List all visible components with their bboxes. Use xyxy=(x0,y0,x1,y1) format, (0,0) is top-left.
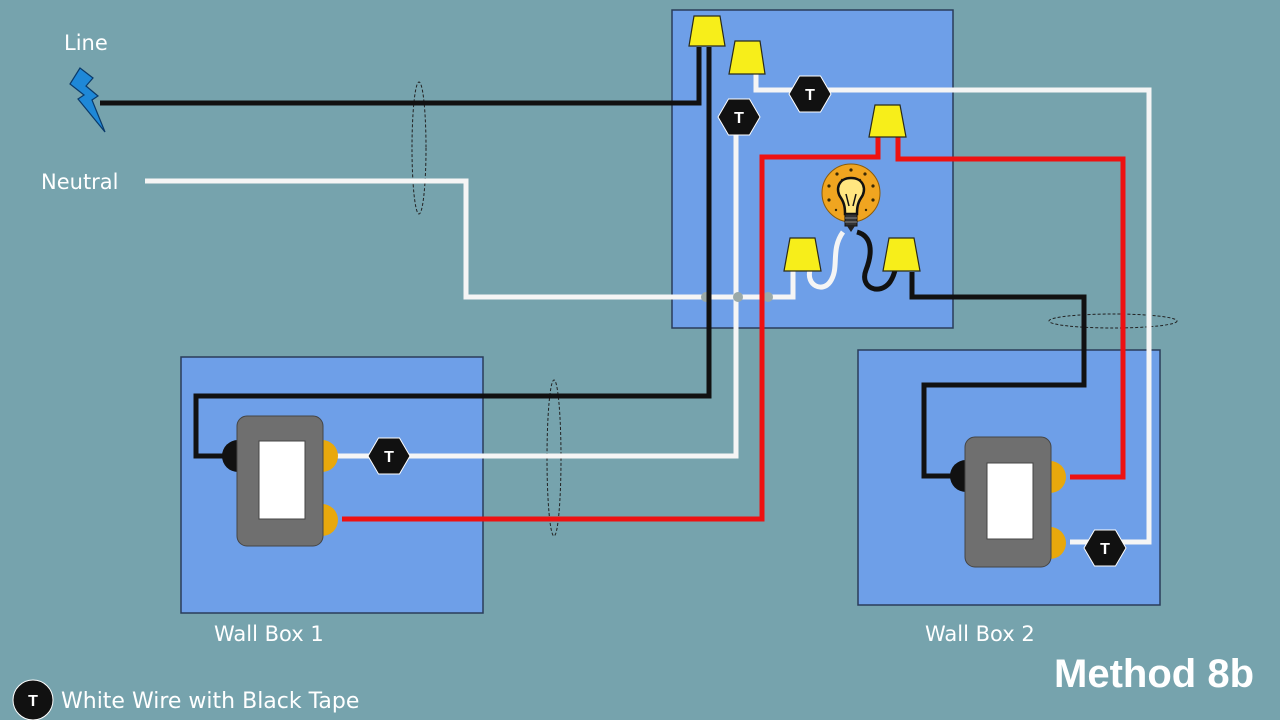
wire-nut-traveler xyxy=(868,104,907,138)
wall-box-2-label: Wall Box 2 xyxy=(925,622,1035,646)
svg-text:T: T xyxy=(28,693,38,710)
wire-nut-neutral xyxy=(783,237,822,272)
hot-wire-to-switch-1 xyxy=(193,47,712,459)
legend: T White Wire with Black Tape xyxy=(12,679,359,720)
hexagon-t-icon: T xyxy=(12,679,54,720)
wire-nut-taped-white xyxy=(728,40,766,75)
legend-text: White Wire with Black Tape xyxy=(61,689,359,714)
neutral-wire xyxy=(145,178,796,300)
line-label: Line xyxy=(64,31,108,55)
wire-nut-hot xyxy=(688,15,726,47)
terminal-brass xyxy=(1050,461,1066,493)
switch-toggle xyxy=(986,462,1034,540)
light-bulb-icon xyxy=(821,163,881,232)
switch-2 xyxy=(950,436,1066,568)
lightning-bolt-icon xyxy=(69,67,106,133)
line-hot-wire xyxy=(100,47,702,106)
terminal-brass xyxy=(322,504,338,536)
switch-toggle xyxy=(258,440,306,520)
neutral-label: Neutral xyxy=(41,170,119,194)
switch-1 xyxy=(222,415,338,547)
wall-box-1 xyxy=(180,356,484,614)
terminal-common xyxy=(222,440,238,472)
switch-2-common-wire xyxy=(909,272,1087,479)
svg-text:T: T xyxy=(1100,541,1110,558)
hexagon-t-icon: T xyxy=(1083,529,1127,567)
terminal-common xyxy=(950,460,966,492)
method-title: Method 8b xyxy=(1054,652,1254,696)
terminal-brass xyxy=(322,440,338,472)
traveler-wire-switch-1 xyxy=(342,136,881,522)
cable-bundle-marker xyxy=(411,81,427,215)
cable-bundle-marker xyxy=(1048,313,1178,329)
ceiling-box xyxy=(671,9,954,329)
hexagon-t-icon: T xyxy=(717,98,761,136)
fixture-white-lead xyxy=(806,230,846,290)
hexagon-t-icon: T xyxy=(367,437,411,475)
svg-text:T: T xyxy=(384,449,394,466)
hexagon-t-icon: T xyxy=(788,75,832,113)
svg-text:T: T xyxy=(805,87,815,104)
traveler-wire-switch-2 xyxy=(895,136,1126,480)
terminal-brass xyxy=(1050,527,1066,559)
wire-nut-fixture-hot xyxy=(882,237,921,272)
taped-white-wire-switch-1 xyxy=(335,126,739,459)
wall-box-1-label: Wall Box 1 xyxy=(214,622,324,646)
svg-text:T: T xyxy=(734,110,744,127)
